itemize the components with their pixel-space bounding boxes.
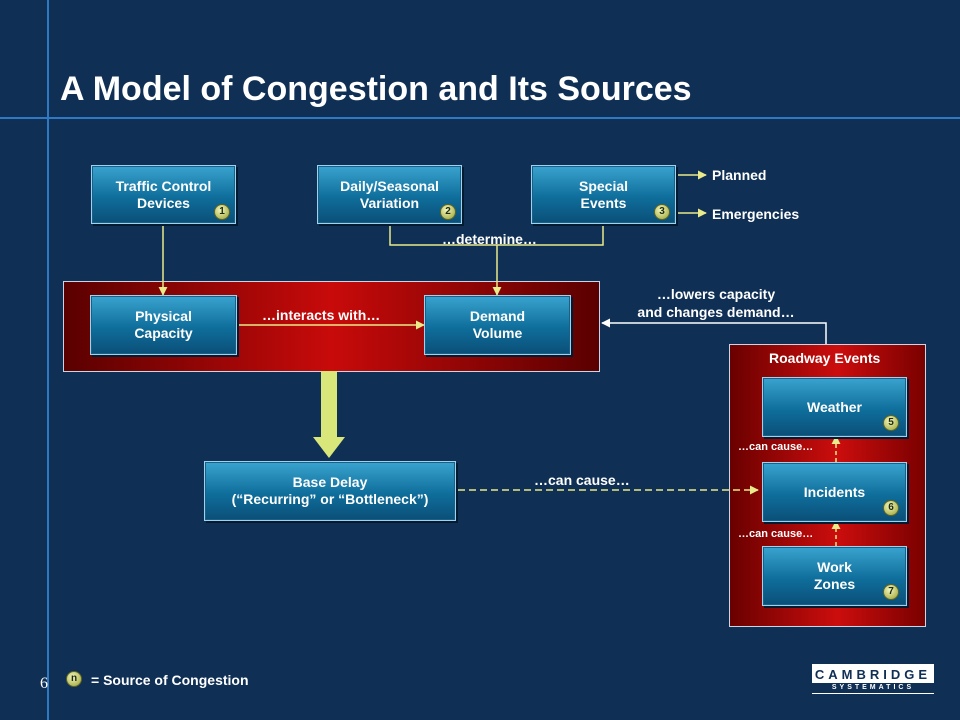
weather-label: Weather	[807, 398, 862, 415]
source-badge-5: 5	[883, 415, 899, 431]
can-cause-label-1: …can cause…	[738, 441, 814, 453]
traffic-control-devices-box: Traffic Control Devices 1	[91, 165, 236, 224]
cambridge-systematics-logo: CAMBRIDGE SYSTEMATICS	[812, 664, 934, 694]
incidents-box: Incidents 6	[762, 462, 907, 522]
weather-box: Weather 5	[762, 377, 907, 437]
physical-capacity-label: Physical Capacity	[134, 308, 193, 341]
vertical-accent-line	[47, 0, 49, 720]
legend-badge-icon: n	[66, 671, 82, 687]
base-delay-box: Base Delay (“Recurring” or “Bottleneck”)	[204, 461, 456, 521]
emergencies-label: Emergencies	[712, 206, 800, 222]
planned-label: Planned	[712, 167, 767, 183]
logo-line-1: CAMBRIDGE	[814, 667, 932, 682]
arrow-roadway-to-core	[601, 318, 827, 344]
source-badge-1: 1	[214, 204, 230, 220]
page-number: 6	[40, 675, 48, 692]
legend-text: = Source of Congestion	[91, 672, 249, 688]
source-badge-2: 2	[440, 204, 456, 220]
roadway-events-title: Roadway Events	[769, 350, 881, 366]
base-delay-label: Base Delay (“Recurring” or “Bottleneck”)	[231, 474, 429, 507]
special-events-label: Special Events	[578, 177, 629, 211]
big-arrow-head	[313, 437, 345, 458]
work-zones-label: Work Zones	[813, 559, 856, 592]
work-zones-box: Work Zones 7	[762, 546, 907, 606]
special-events-box: Special Events 3	[531, 165, 676, 224]
can-cause-label-2: …can cause…	[738, 528, 814, 540]
physical-capacity-box: Physical Capacity	[90, 295, 237, 355]
lowers-capacity-label: …lowers capacity and changes demand…	[637, 286, 795, 320]
demand-volume-box: Demand Volume	[424, 295, 571, 355]
can-cause-main-label: …can cause…	[534, 472, 630, 488]
incidents-label: Incidents	[803, 483, 866, 500]
daily-seasonal-variation-box: Daily/Seasonal Variation 2	[317, 165, 462, 224]
traffic-control-devices-label: Traffic Control Devices	[115, 177, 212, 211]
source-badge-6: 6	[883, 500, 899, 516]
logo-line-2: SYSTEMATICS	[831, 684, 915, 691]
demand-volume-label: Demand Volume	[469, 308, 526, 341]
logo-band: SYSTEMATICS	[812, 683, 934, 693]
source-badge-7: 7	[883, 584, 899, 600]
interacts-with-label: …interacts with…	[262, 307, 381, 323]
determine-label: …determine…	[442, 231, 537, 247]
horizontal-accent-line	[0, 117, 960, 119]
daily-seasonal-variation-label: Daily/Seasonal Variation	[340, 177, 439, 211]
slide-title: A Model of Congestion and Its Sources	[60, 70, 692, 108]
big-arrow-shaft	[321, 371, 337, 439]
source-badge-3: 3	[654, 204, 670, 220]
